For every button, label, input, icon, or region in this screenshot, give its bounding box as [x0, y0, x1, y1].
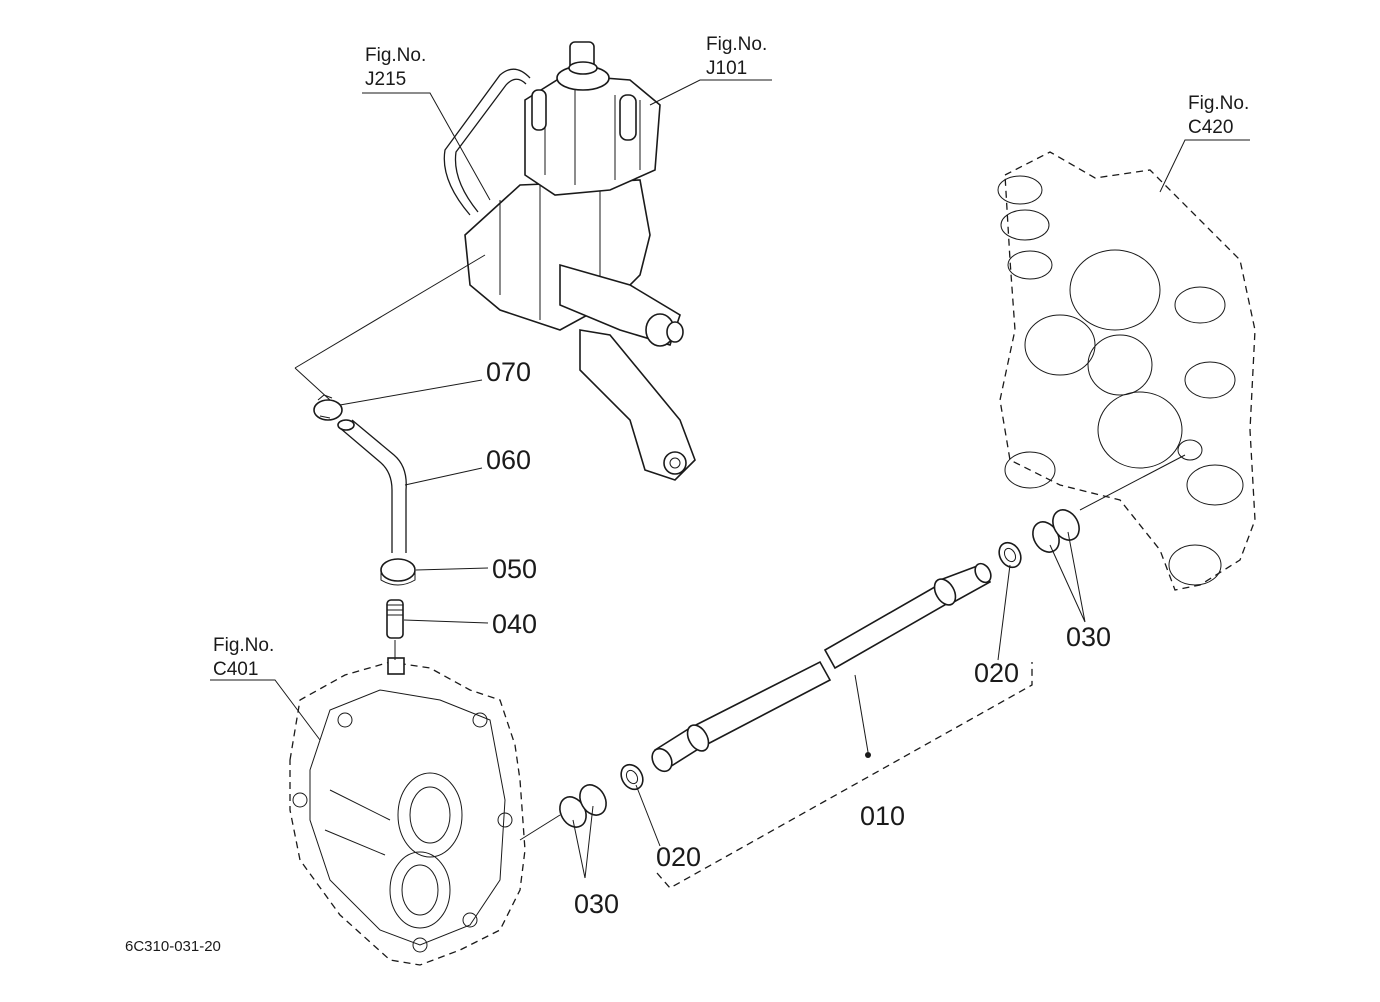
fig-ref-prefix: Fig.No. [1188, 93, 1249, 114]
part-number-020-right: 020 [974, 658, 1019, 688]
part-number-060: 060 [486, 445, 531, 475]
fig-ref-j101: Fig.No. J101 [706, 34, 767, 79]
fig-ref-code: J215 [365, 69, 406, 90]
leader-lines [210, 79, 1250, 879]
part-number-050: 050 [492, 554, 537, 584]
fig-ref-prefix: Fig.No. [213, 635, 274, 656]
shaft-assembly-drawing [519, 454, 1186, 889]
fig-ref-code: J101 [706, 58, 747, 79]
fig-ref-prefix: Fig.No. [365, 45, 426, 66]
housing-c420-drawing [997, 151, 1256, 591]
fig-ref-c420: Fig.No. C420 [1188, 93, 1249, 138]
pump-assembly-drawing [443, 41, 696, 481]
part-number-010: 010 [860, 801, 905, 831]
fig-ref-j215: Fig.No. J215 [365, 45, 426, 90]
fig-ref-prefix: Fig.No. [706, 34, 767, 55]
part-number-040: 040 [492, 609, 537, 639]
hose-assembly-drawing [294, 254, 486, 660]
part-number-030-right: 030 [1066, 622, 1111, 652]
fig-ref-code: C420 [1188, 117, 1233, 138]
drawing-code: 6C310-031-20 [125, 938, 221, 955]
part-number-020-left: 020 [656, 842, 701, 872]
housing-c401-drawing [289, 657, 526, 966]
part-number-070: 070 [486, 357, 531, 387]
part-number-030-left: 030 [574, 889, 619, 919]
fig-ref-code: C401 [213, 659, 258, 680]
fig-ref-c401: Fig.No. C401 [213, 635, 274, 680]
